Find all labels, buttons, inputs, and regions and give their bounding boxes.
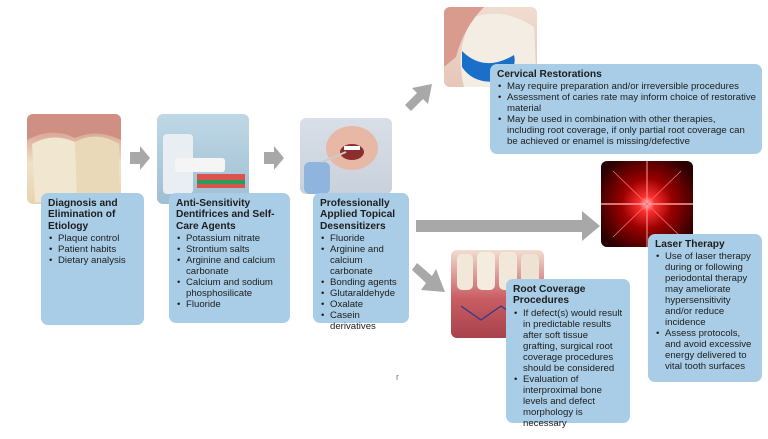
- list-item: Fluoride: [321, 233, 403, 244]
- list-item: Glutaraldehyde: [321, 288, 403, 299]
- cervical-title: Cervical Restorations: [497, 69, 602, 80]
- list-item: May be used in combination with other th…: [498, 114, 756, 147]
- stray-mark: r: [396, 372, 399, 382]
- list-item: Calcium and sodium phosphosilicate: [177, 277, 284, 299]
- laser-box: Laser Therapy Use of laser therapy durin…: [648, 234, 762, 382]
- toothpaste-photo: [157, 114, 249, 204]
- diagnosis-box: Diagnosis and Elimination of Etiology Pl…: [41, 193, 144, 325]
- list-item: Assess protocols, and avoid excessive en…: [656, 328, 756, 372]
- root-coverage-list: If defect(s) would result in predictable…: [513, 308, 624, 429]
- list-item: Evaluation of interproximal bone levels …: [514, 374, 624, 429]
- list-item: Arginine and calcium carbonate: [321, 244, 403, 277]
- list-item: Fluoride: [177, 299, 284, 310]
- arrow-to-root-coverage: [412, 263, 445, 292]
- list-item: Use of laser therapy during or following…: [656, 251, 756, 328]
- list-item: Dietary analysis: [49, 255, 138, 266]
- desensitizers-list: Fluoride Arginine and calcium carbonate …: [320, 233, 403, 332]
- diagnosis-title: Diagnosis and Elimination of Etiology: [48, 198, 118, 232]
- desensitizers-box: Professionally Applied Topical Desensiti…: [313, 193, 409, 332]
- tooth-photo: [27, 114, 121, 204]
- anti-sensitivity-title: Anti-Sensitivity Dentifrices and Self-Ca…: [176, 198, 275, 232]
- arrow-dentifrices-to-desensitizers: [264, 146, 284, 170]
- laser-title: Laser Therapy: [655, 239, 725, 250]
- root-coverage-box: Root Coverage Procedures If defect(s) wo…: [506, 279, 630, 429]
- list-item: Bonding agents: [321, 277, 403, 288]
- list-item: Assessment of caries rate may inform cho…: [498, 92, 756, 114]
- mouth-exam-icon: [304, 126, 378, 194]
- root-coverage-title: Root Coverage Procedures: [513, 284, 586, 307]
- list-item: May require preparation and/or irreversi…: [498, 81, 756, 92]
- list-item: Strontium salts: [177, 244, 284, 255]
- anti-sensitivity-box: Anti-Sensitivity Dentifrices and Self-Ca…: [169, 193, 290, 323]
- list-item: Potassium nitrate: [177, 233, 284, 244]
- laser-photo: [601, 161, 693, 247]
- anti-sensitivity-list: Potassium nitrate Strontium salts Argini…: [176, 233, 284, 310]
- desensitizers-title: Professionally Applied Topical Desensiti…: [320, 198, 396, 232]
- arrow-to-laser: [416, 211, 600, 241]
- list-item: Casein derivatives: [321, 310, 403, 332]
- diagnosis-list: Plaque control Patient habits Dietary an…: [48, 233, 138, 266]
- toothbrush-icon: [163, 134, 245, 194]
- tooth-icon: [27, 114, 121, 202]
- arrow-diagnosis-to-dentifrices: [130, 146, 150, 170]
- list-item: If defect(s) would result in predictable…: [514, 308, 624, 374]
- laser-list: Use of laser therapy during or following…: [655, 251, 756, 372]
- gum-graft-icon: [457, 252, 540, 321]
- laser-beam-icon: [601, 161, 693, 247]
- dentist-photo: [300, 118, 392, 194]
- list-item: Patient habits: [49, 244, 138, 255]
- cervical-box: Cervical Restorations May require prepar…: [490, 64, 762, 154]
- list-item: Oxalate: [321, 299, 403, 310]
- list-item: Arginine and calcium carbonate: [177, 255, 284, 277]
- list-item: Plaque control: [49, 233, 138, 244]
- arrow-to-cervical: [405, 84, 432, 111]
- cervical-list: May require preparation and/or irreversi…: [497, 81, 756, 147]
